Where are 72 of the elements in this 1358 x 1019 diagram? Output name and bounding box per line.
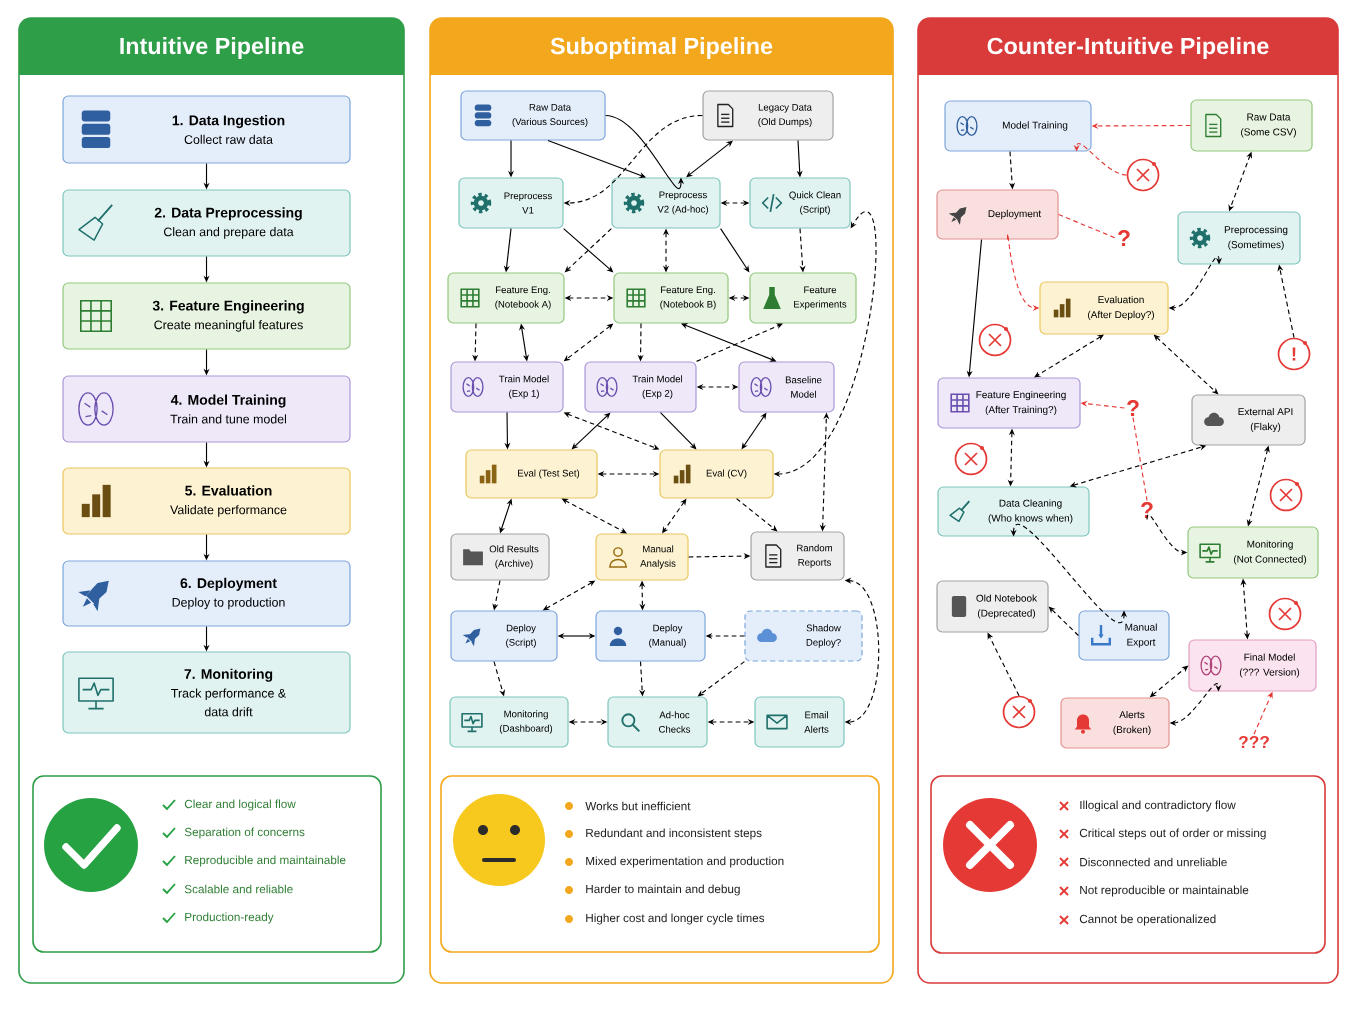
process-box: Monitoring (Not Connected) — [1187, 526, 1319, 579]
process-box: Preprocess V2 (Ad-hoc) — [611, 177, 721, 229]
cross-circle-icon — [1002, 695, 1036, 729]
process-box: Deployment — [936, 189, 1059, 240]
process-box: Old Notebook (Deprecated) — [936, 580, 1049, 633]
list-item: Critical steps out of order or missing — [1079, 828, 1266, 840]
list-item: Clear and logical flow — [184, 799, 296, 811]
process-box: Raw Data (Some CSV) — [1190, 99, 1313, 152]
question-mark: ? — [1141, 502, 1153, 518]
process-box: Legacy Data (Old Dumps) — [702, 90, 834, 141]
process-box: Monitoring (Dashboard) — [449, 696, 569, 748]
list-item: Not reproducible or maintainable — [1080, 885, 1249, 897]
list-item: Redundant and inconsistent steps — [586, 828, 762, 840]
process-box: 6. Deployment Deploy to production — [62, 560, 351, 627]
question-mark: ??? — [1238, 735, 1269, 749]
process-box: Feature Engineering (After Training?) — [937, 377, 1081, 429]
process-box: 2. Data Preprocessing Clean and prepare data — [62, 189, 351, 257]
list-item: Harder to maintain and debug — [586, 884, 740, 896]
list-item: Mixed experimentation and production — [586, 856, 784, 868]
connector-line — [1058, 213, 1117, 239]
panel-header: Counter-Intuitive Pipeline — [918, 18, 1338, 75]
process-box: Random Reports — [750, 531, 845, 581]
process-box: Train Model (Exp 2) — [584, 361, 697, 413]
process-box: Feature Experiments — [749, 272, 857, 324]
process-box: 7. Monitoring Track performance & data drift — [62, 651, 351, 734]
process-box: Email Alerts — [754, 696, 845, 748]
process-box: 3. Feature Engineering Create meaningful features — [62, 282, 351, 350]
process-box: Manual Analysis — [595, 533, 689, 581]
process-box: Evaluation (After Deploy?) — [1039, 281, 1169, 335]
process-box: Manual Export — [1078, 610, 1170, 661]
panel-header: Suboptimal Pipeline — [430, 18, 893, 75]
list-item: Scalable and reliable — [184, 884, 293, 894]
arrow — [547, 140, 646, 178]
list-item: Separation of concerns — [184, 827, 305, 839]
question-mark: ? — [1127, 400, 1139, 416]
process-box: Deploy (Script) — [450, 610, 558, 662]
process-box: Deploy (Manual) — [595, 610, 706, 662]
process-box: Feature Eng. (Notebook A) — [447, 272, 565, 324]
process-box: Feature Eng. (Notebook B) — [613, 272, 729, 324]
process-box: 5. Evaluation Validate performance — [62, 467, 351, 535]
process-box: Eval (CV) — [659, 449, 774, 499]
process-box: Preprocess V1 — [458, 177, 564, 229]
arrow — [686, 140, 733, 178]
list-item: Production-ready — [185, 912, 274, 924]
connector-line — [1132, 416, 1148, 502]
process-box: Data Cleaning (Who knows when) — [937, 486, 1090, 537]
list-item: Illogical and contradictory flow — [1080, 800, 1236, 812]
list-item: Works but inefficient — [585, 801, 691, 811]
process-box: Shadow Deploy? — [744, 610, 863, 662]
arrow — [1034, 334, 1104, 378]
list-item: Cannot be operationalized — [1079, 914, 1216, 926]
process-box: Old Results (Archive) — [450, 533, 550, 581]
process-box: Preprocessing (Sometimes) — [1177, 211, 1301, 265]
process-box: Ad-hoc Checks — [607, 696, 708, 748]
process-box: Eval (Test Set) — [465, 449, 598, 499]
process-box: Final Model (??? Version) — [1188, 639, 1317, 692]
process-box: Baseline Model — [738, 361, 835, 413]
process-box: External API (Flaky) — [1191, 394, 1306, 446]
question-mark: ? — [1118, 230, 1130, 246]
cross-circle-icon — [1126, 158, 1160, 192]
process-box: 4. Model Training Train and tune model — [62, 375, 351, 443]
process-box: Model Training — [944, 100, 1092, 152]
process-box: Quick Clean (Script) — [749, 177, 851, 229]
arrow — [696, 323, 783, 362]
process-box: Train Model (Exp 1) — [450, 361, 564, 413]
list-item: Reproducible and maintainable — [185, 855, 346, 867]
process-box: 1. Data Ingestion Collect raw data — [62, 95, 351, 164]
list-item: Higher cost and longer cycle times — [586, 913, 765, 925]
panel-header: Intuitive Pipeline — [19, 18, 404, 75]
process-box: Alerts (Broken) — [1060, 697, 1170, 749]
process-box: Raw Data (Various Sources) — [460, 90, 606, 141]
list-item: Disconnected and unreliable — [1080, 857, 1227, 867]
